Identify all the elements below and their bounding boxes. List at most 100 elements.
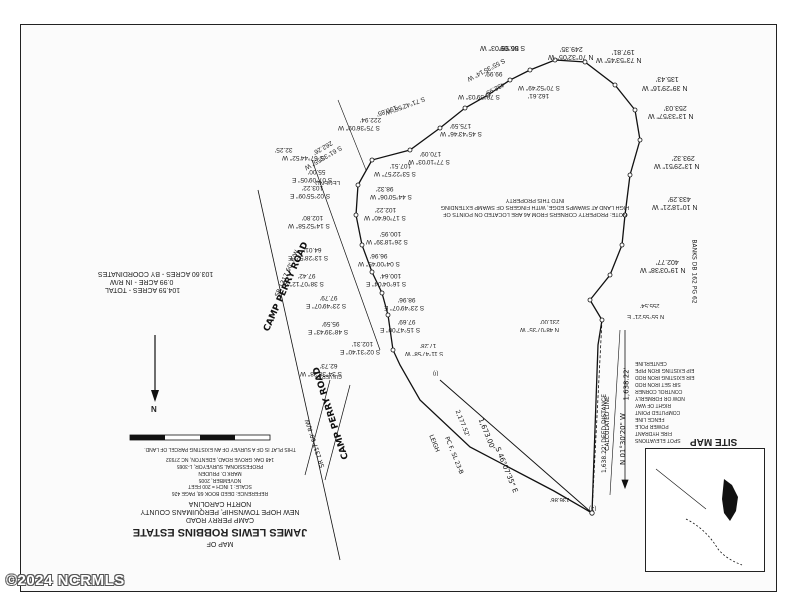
- date-label: NOVEMBER, 2005: [198, 477, 242, 483]
- boundary-call: S 23°49'07" E: [306, 302, 347, 309]
- legend-item: FENCE LINE: [635, 416, 665, 422]
- boundary-call-distance: 253.03': [664, 104, 687, 111]
- boundary-call: S 02°55'09" E: [290, 192, 331, 199]
- site-road-line: [685, 518, 743, 566]
- site-map-inset: [645, 448, 765, 572]
- boundary-call: N 13°33'57" W: [648, 112, 694, 119]
- acreage-total: 104.59 ACRES - TOTAL: [105, 286, 181, 293]
- site-location-marker: [722, 479, 738, 521]
- boundary-call-distance: 249.35': [560, 45, 583, 52]
- boundary-call-distance: 222.94': [360, 116, 382, 123]
- boundary-call-distance: 97.69': [398, 318, 416, 325]
- boundary-call-distance: 100.95': [380, 230, 402, 237]
- boundary-call-distance: 162.61': [528, 92, 550, 99]
- boundary-call-distance: 197.81': [612, 48, 635, 55]
- boundary-call: N 19°03'38" W: [640, 266, 686, 273]
- boundary-call: S 13°28'52" E: [288, 254, 329, 261]
- banks-label: BANKS DB 162 PG 62: [690, 239, 698, 304]
- boundary-call-distance: 402.77': [656, 258, 679, 265]
- boundary-call: N 39°29'16" W: [642, 84, 688, 91]
- road-lower-edge: [324, 384, 351, 481]
- boundary-line-top: [337, 99, 367, 171]
- road-edge-west: [257, 189, 341, 561]
- boundary-call: S 77°10'03" W: [408, 158, 450, 165]
- boundary-call: S 34°30'38" W: [300, 370, 342, 377]
- boundary-call: S 38°07'12" W: [282, 280, 324, 287]
- legend-item: CENTERLINE: [635, 360, 667, 366]
- state-title: NORTH CAROLINA: [188, 500, 252, 507]
- vertex-markers: [353, 57, 643, 516]
- legend-item: EIP EXISTING IRON PIPE: [635, 367, 695, 373]
- boundary-call-distance: 102.31': [352, 340, 374, 347]
- reference-label: REFERENCE: DEED BOOK 68, PAGE 426: [171, 490, 269, 496]
- road-title: CAMP PERRY ROAD: [185, 516, 255, 523]
- boundary-call: N 73°53'45" W: [596, 56, 642, 63]
- legend-item: EIR EXISTING IRON ROD: [635, 374, 695, 380]
- dimension-arrow: [621, 330, 629, 490]
- boundary-call-distance: 135.43': [656, 75, 679, 82]
- boundary-call-distance: 62.73': [320, 362, 338, 369]
- bottom-distance: 136.86': [550, 496, 570, 502]
- north-label: N: [151, 404, 157, 413]
- boundary-call-distance: 102.80': [302, 214, 324, 221]
- scale-label: SCALE: 1 INCH = 200 FEET: [188, 483, 252, 489]
- road-edge-east: [311, 159, 381, 351]
- distance-231: 231.00': [540, 318, 560, 324]
- boundary-call-distance: 107.51': [390, 162, 412, 169]
- boundary-call: N 10°18'21" W: [652, 203, 698, 210]
- boundary-call: S 26°18'39" W: [366, 238, 408, 245]
- boundary-call-distance: 100.64': [380, 272, 402, 279]
- calculated-line-label: CALCULATED LINE: [603, 396, 611, 451]
- legend-item: POWER POLE: [635, 423, 669, 429]
- township-title: NEW HOPE TOWNSHIP, PERQUIMANS COUNTY: [140, 508, 300, 515]
- property-boundary: [355, 59, 641, 514]
- boundary-call-distance: 97.79': [320, 294, 338, 301]
- plat-note: THIS PLAT IS OF A SURVEY OF AN EXISTING …: [144, 446, 296, 452]
- boundary-call: S 23°49'07" E: [384, 304, 425, 311]
- north-arrow-icon: [151, 335, 159, 402]
- left-boundary-calls: S 79°59'03" W 99.99' S 55°35'14" W 432.9…: [275, 57, 560, 380]
- bearing-n48: N 48°07'35" W: [520, 326, 560, 332]
- boundary-call: S 02°31'40" E: [340, 348, 381, 355]
- boundary-call-distance: 96.96': [370, 252, 388, 259]
- estate-title: JAMES LEWIS ROBBINS ESTATE: [132, 526, 308, 538]
- boundary-call-distance: 55.00': [308, 168, 326, 175]
- boundary-call-distance: 17.28': [420, 342, 437, 348]
- boundary-call-distance: 64.01': [304, 246, 322, 253]
- boundary-call: S 44°50'06" W: [370, 193, 412, 200]
- road-centerline: [304, 379, 331, 476]
- legend-item: CONTROL CORNER: [635, 388, 683, 394]
- boundary-call-distance: 98.96': [398, 296, 416, 303]
- acreage-coords: 103.60 ACRES - BY COORDINATES: [98, 270, 214, 277]
- boundary-call: S 15°47'00" E: [380, 326, 421, 333]
- legend-item: SPOT ELEVATIONS: [635, 437, 681, 443]
- boundary-call-distance: 170.09': [420, 150, 442, 157]
- boundary-call: N 70°32'05" W: [548, 53, 594, 60]
- long-distance-label: 1,638.22': [622, 367, 631, 401]
- bearing-n55: N 55°55'21" E: [627, 313, 665, 319]
- boundary-call: S 17°06'40" W: [364, 214, 406, 221]
- surveyor-address: 148 OAK GROVE ROAD, EDENTON, NC 27932: [166, 456, 275, 462]
- boundary-call: S 70°52'49" W: [518, 84, 560, 91]
- surveyor-name: MARK D. PRUDEN: [198, 470, 242, 476]
- site-map-drawing: [655, 468, 743, 566]
- boundary-call: S 75°36'09" W: [338, 124, 380, 131]
- site-road-line: [655, 468, 707, 510]
- boundary-call: N 13°29'51" W: [654, 162, 700, 169]
- title-block: MAP OF JAMES LEWIS ROBBINS ESTATE CAMP P…: [70, 446, 370, 578]
- boundary-call: S 48°39'43" E: [308, 328, 349, 335]
- boundary-call-distance: 98.32': [376, 185, 394, 192]
- calculated-line: [591, 319, 603, 514]
- boundary-call: S 67°44'52" W: [282, 154, 324, 161]
- tie-line: [439, 379, 593, 514]
- boundary-call: S 14°52'58" W: [288, 222, 330, 229]
- acreage-rw: 0.99 ACRE - IN R/W: [110, 278, 174, 285]
- boundary-call-distance: 293.32': [672, 154, 695, 161]
- boundary-call-distance: 433.29': [668, 195, 691, 202]
- point-3-label: (3): [589, 505, 597, 511]
- boundary-call-distance: 103.22': [302, 184, 324, 191]
- deed-line: [609, 329, 621, 496]
- mls-watermark: ©2024 NCRMLS: [6, 572, 125, 589]
